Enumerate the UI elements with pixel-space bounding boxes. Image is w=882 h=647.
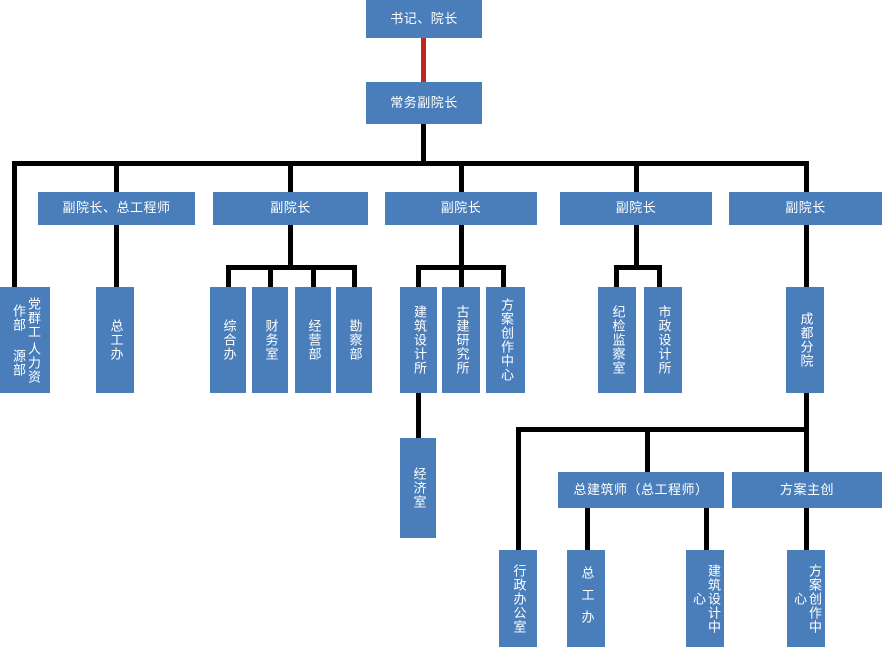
connector-bus-to-vp3 bbox=[459, 161, 464, 192]
connector-vp4-drop bbox=[634, 225, 639, 267]
connector-vp4-bus bbox=[614, 265, 662, 270]
node-hr-dept[interactable]: 党群工作部 人力资源部 bbox=[0, 287, 50, 393]
node-arch-design-institute[interactable]: 建筑设计所 bbox=[400, 287, 437, 393]
node-branch-chief-eng-office[interactable]: 总工办 bbox=[567, 550, 605, 647]
connector-vp3-to-arch-design-institute bbox=[416, 265, 421, 287]
connector-vp1-drop bbox=[114, 225, 119, 287]
node-vp1[interactable]: 副院长、总工程师 bbox=[38, 192, 195, 225]
node-chengdu-branch[interactable]: 成都分院 bbox=[786, 287, 824, 393]
connector-vp2-bus bbox=[226, 265, 357, 270]
node-ancient-arch-institute[interactable]: 古建研究所 bbox=[442, 287, 480, 393]
connector-bus-to-vp2 bbox=[288, 161, 293, 192]
connector-bus-to-vp1 bbox=[114, 161, 119, 192]
connector-bus-to-vp5 bbox=[804, 161, 809, 192]
connector-main-bus bbox=[12, 161, 809, 166]
node-economics-office[interactable]: 经济室 bbox=[400, 438, 436, 538]
connector-vp2-to-general-office bbox=[226, 265, 231, 287]
connector-vp2-to-business-dept bbox=[311, 265, 316, 287]
node-vp2[interactable]: 副院长 bbox=[213, 192, 368, 225]
connector-scheme-lead-to-branch-scheme-center bbox=[804, 508, 809, 550]
connector-chengdu-to-scheme-lead bbox=[804, 427, 809, 472]
node-survey-dept[interactable]: 勘察部 bbox=[336, 287, 372, 393]
connector-root-to-executive-vp bbox=[421, 38, 426, 82]
node-admin-office[interactable]: 行政办公室 bbox=[499, 550, 537, 647]
connector-vp2-to-survey-dept bbox=[352, 265, 357, 287]
connector-chief-architect-to-branch-chief-eng-office bbox=[585, 508, 590, 550]
node-municipal-design-institute[interactable]: 市政设计所 bbox=[644, 287, 682, 393]
connector-bus-to-hr-dept bbox=[12, 161, 17, 287]
connector-vp4-to-municipal-design-institute bbox=[657, 265, 662, 287]
node-hr-dept-label-party: 党群工作部 bbox=[11, 296, 41, 339]
node-hr-dept-label-hr: 人力资源部 bbox=[11, 341, 41, 384]
node-chief-architect[interactable]: 总建筑师（总工程师） bbox=[558, 472, 724, 508]
connector-executive-vp-drop bbox=[421, 124, 426, 164]
node-vp3[interactable]: 副院长 bbox=[385, 192, 537, 225]
node-vp4[interactable]: 副院长 bbox=[560, 192, 712, 225]
node-scheme-lead[interactable]: 方案主创 bbox=[732, 472, 882, 508]
connector-vp3-to-ancient-arch-institute bbox=[459, 265, 464, 287]
node-branch-scheme-center[interactable]: 方案创作中心 bbox=[787, 550, 825, 647]
node-vp5[interactable]: 副院长 bbox=[729, 192, 882, 225]
node-branch-arch-design-center[interactable]: 建筑设计中心 bbox=[686, 550, 724, 647]
connector-chief-architect-to-branch-arch-design-center bbox=[704, 508, 709, 550]
connector-vp2-to-finance-office bbox=[268, 265, 273, 287]
connector-vp2-drop bbox=[288, 225, 293, 267]
node-discipline-office[interactable]: 纪检监察室 bbox=[598, 287, 636, 393]
connector-bus-to-vp4 bbox=[634, 161, 639, 192]
connector-chengdu-to-admin-office bbox=[516, 427, 521, 550]
node-finance-office[interactable]: 财务室 bbox=[252, 287, 288, 393]
node-business-dept[interactable]: 经营部 bbox=[295, 287, 331, 393]
connector-chengdu-lower-bus bbox=[516, 427, 809, 432]
connector-arch-design-institute-to-economics-office bbox=[416, 393, 421, 438]
connector-chengdu-branch-drop bbox=[804, 393, 809, 431]
connector-vp3-drop bbox=[459, 225, 464, 267]
node-root[interactable]: 书记、院长 bbox=[366, 0, 482, 38]
connector-vp5-to-chengdu-branch bbox=[804, 225, 809, 287]
connector-chengdu-to-chief-architect bbox=[645, 427, 650, 472]
node-scheme-creation-center[interactable]: 方案创作中心 bbox=[486, 287, 525, 393]
node-general-office[interactable]: 综合办 bbox=[210, 287, 246, 393]
connector-vp4-to-discipline-office bbox=[614, 265, 619, 287]
connector-vp3-to-scheme-creation-center bbox=[501, 265, 506, 287]
node-executive-vp[interactable]: 常务副院长 bbox=[366, 82, 482, 124]
node-chief-eng-office[interactable]: 总工办 bbox=[96, 287, 134, 393]
